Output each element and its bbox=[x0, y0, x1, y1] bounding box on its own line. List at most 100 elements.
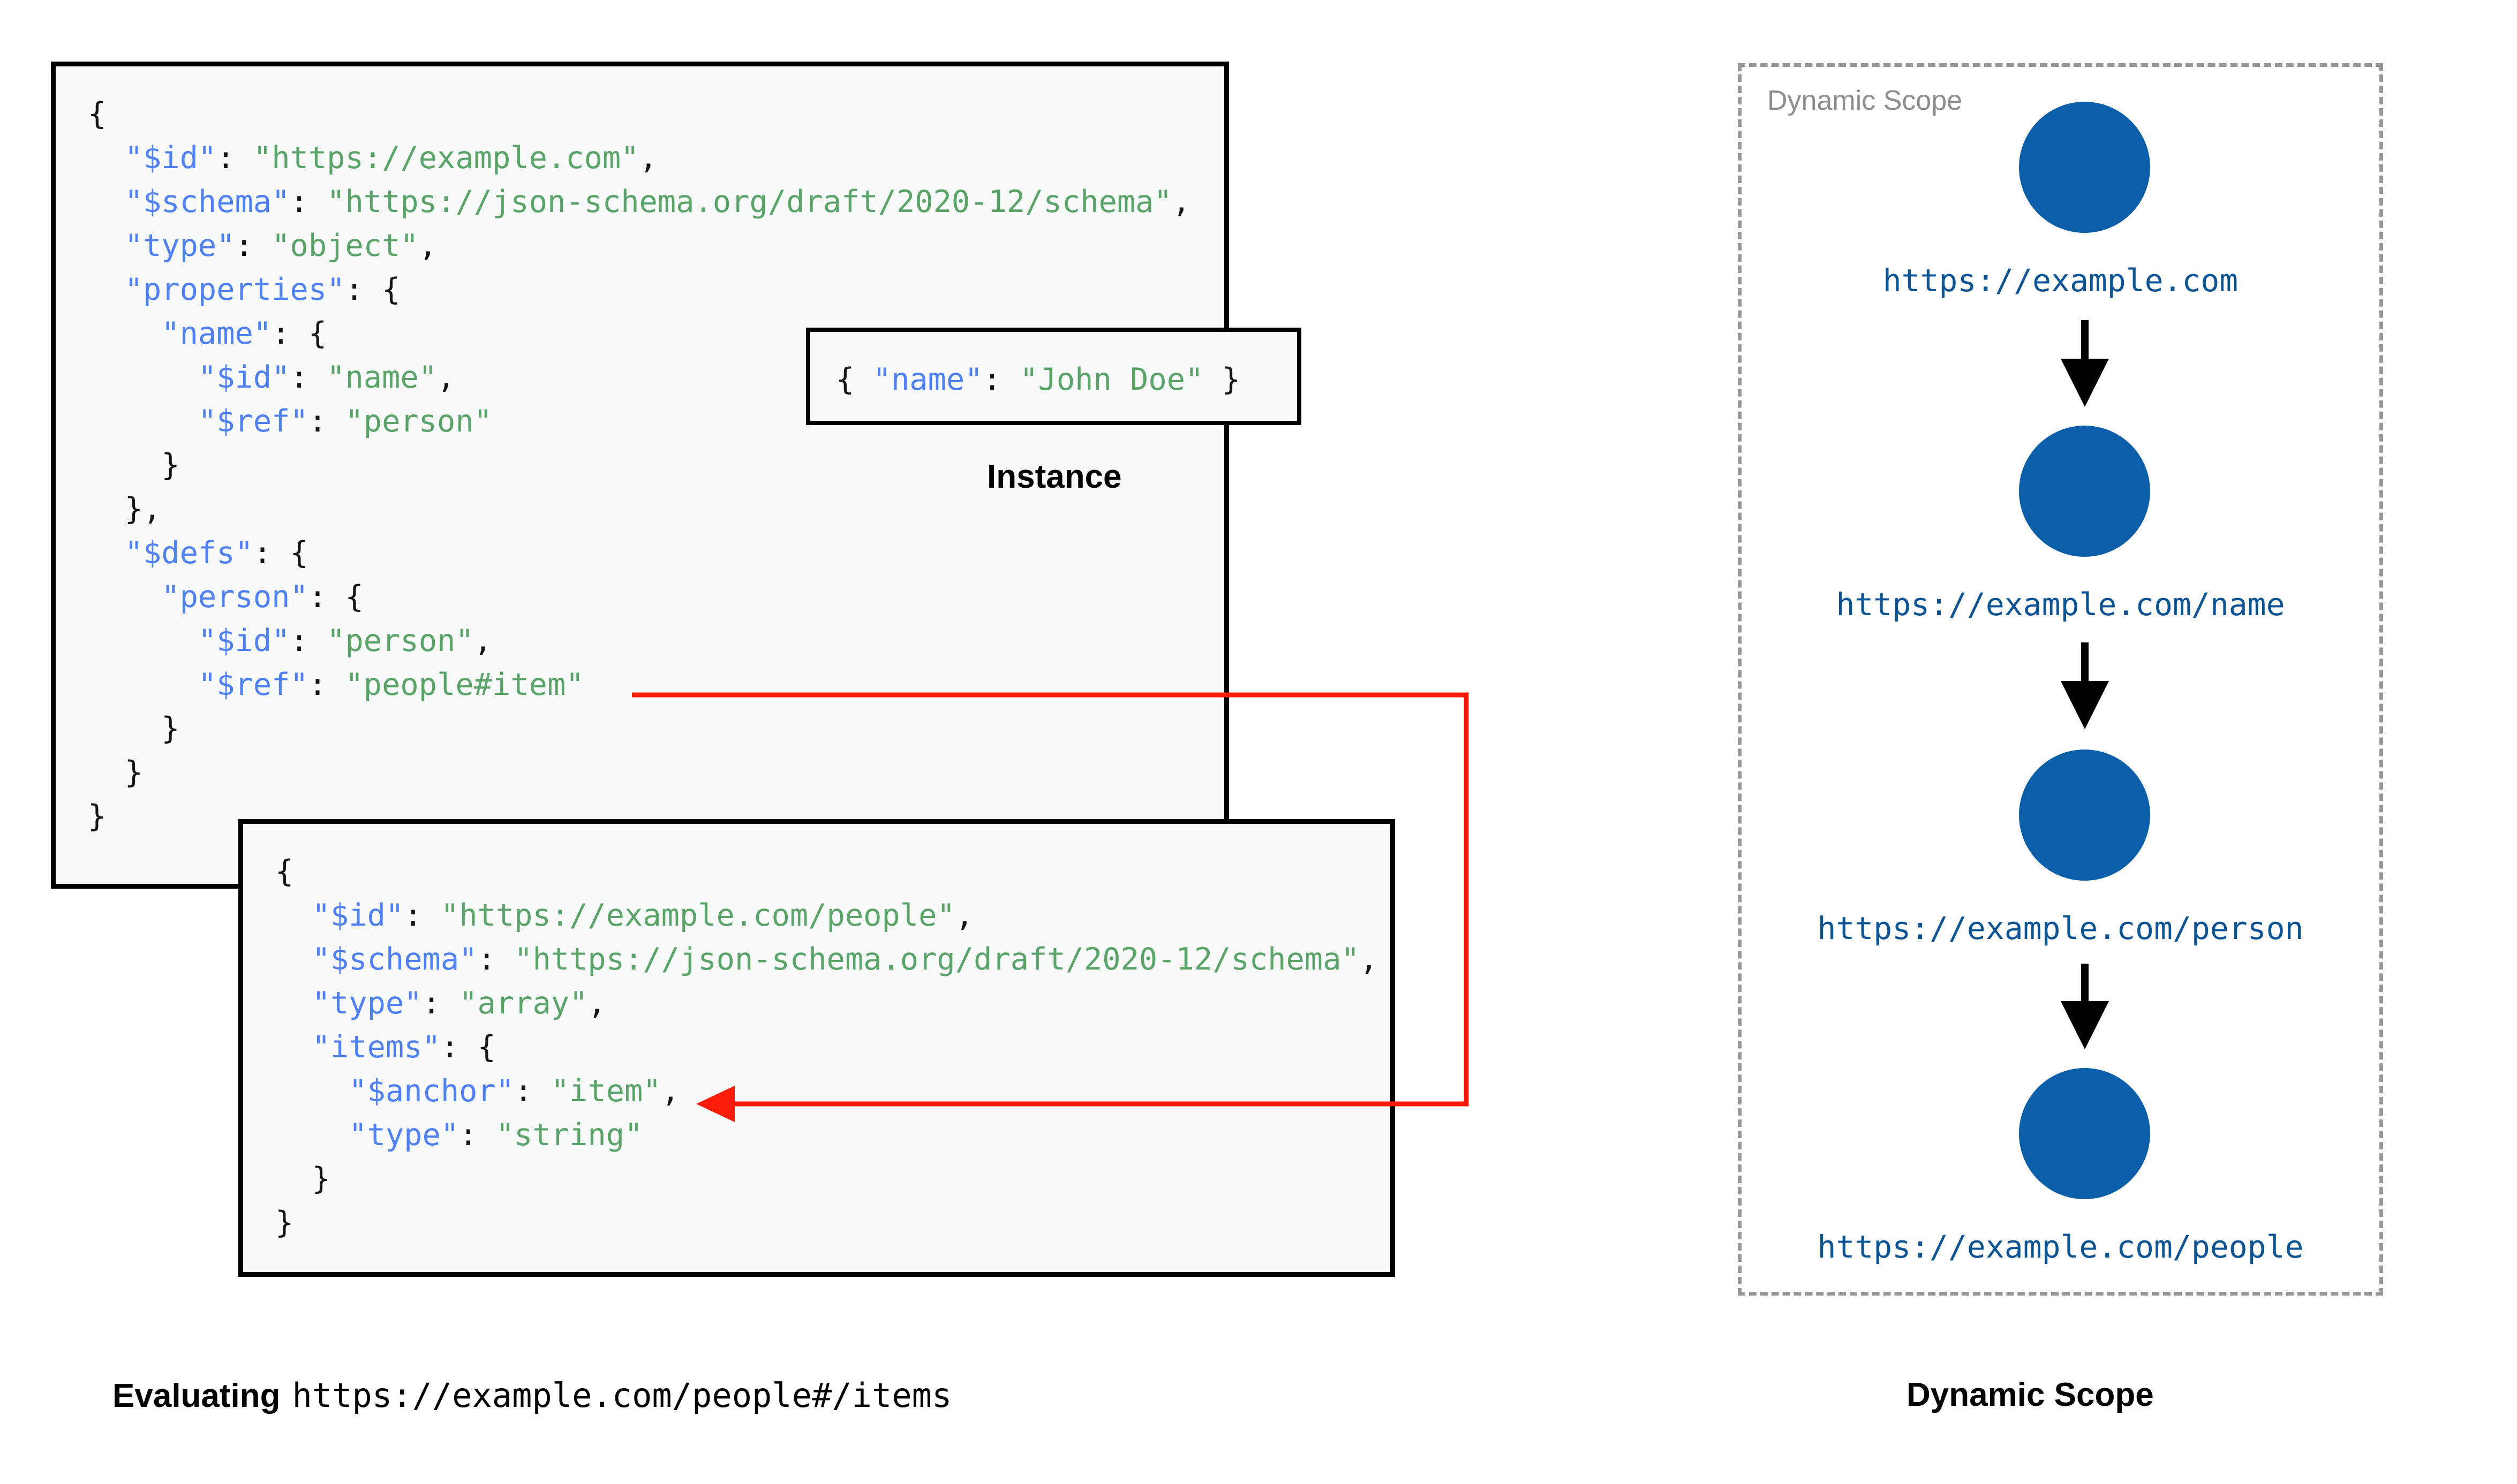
code-token: } bbox=[88, 799, 107, 834]
code-token: { bbox=[836, 362, 873, 397]
code-token: "$ref" bbox=[198, 404, 308, 439]
code-token bbox=[275, 1073, 349, 1109]
code-token: : bbox=[216, 140, 253, 176]
code-line: "$id": "name", bbox=[88, 355, 1190, 399]
code-line: "items": { bbox=[275, 1025, 1378, 1069]
code-token: : bbox=[514, 1073, 551, 1109]
code-token: "items" bbox=[312, 1029, 441, 1065]
code-token: "https://example.com/people" bbox=[440, 898, 955, 933]
code-token: "array" bbox=[459, 986, 588, 1021]
code-token: "$id" bbox=[198, 360, 290, 395]
code-token bbox=[88, 228, 125, 263]
code-line: { "name": "John Doe" } bbox=[836, 358, 1240, 402]
code-token: : { bbox=[272, 316, 327, 351]
code-line: } bbox=[88, 794, 1190, 838]
code-token: "$defs" bbox=[124, 535, 253, 571]
code-token: : bbox=[983, 362, 1020, 397]
code-line: { bbox=[275, 850, 1378, 894]
code-token: "item" bbox=[551, 1073, 661, 1109]
code-token: "person" bbox=[161, 579, 308, 615]
code-token bbox=[88, 579, 161, 615]
code-line: } bbox=[88, 751, 1190, 794]
code-token: , bbox=[661, 1073, 680, 1109]
scope-node-url: https://example.com bbox=[1882, 262, 2239, 299]
scope-node-circle bbox=[2019, 426, 2150, 557]
code-token bbox=[88, 404, 198, 439]
code-line: "$defs": { bbox=[88, 531, 1190, 575]
scope-node-url: https://example.com/name bbox=[1836, 586, 2285, 623]
code-token: { bbox=[88, 96, 107, 132]
code-token: : { bbox=[440, 1029, 496, 1065]
code-line: "type": "object", bbox=[88, 224, 1190, 268]
code-line: } bbox=[275, 1201, 1378, 1245]
code-line: "$schema": "https://json-schema.org/draf… bbox=[88, 180, 1190, 224]
code-token: : bbox=[477, 942, 515, 977]
code-token: "https://example.com" bbox=[253, 140, 639, 176]
code-token: } bbox=[275, 1161, 330, 1197]
code-token: , bbox=[1172, 184, 1191, 219]
code-token: : bbox=[308, 404, 345, 439]
scope-node-url: https://example.com/people bbox=[1817, 1229, 2304, 1265]
code-token: "properties" bbox=[124, 272, 345, 307]
code-token: "$id" bbox=[312, 898, 404, 933]
code-token: : bbox=[404, 898, 441, 933]
code-token: : { bbox=[253, 535, 308, 571]
code-token bbox=[88, 272, 125, 307]
code-line: "$id": "https://example.com/people", bbox=[275, 894, 1378, 937]
code-token bbox=[275, 942, 312, 977]
code-token: "people#item" bbox=[345, 667, 584, 702]
code-token bbox=[275, 1029, 312, 1065]
code-token: "$id" bbox=[124, 140, 217, 176]
code-token: "string" bbox=[495, 1117, 643, 1153]
code-token: { bbox=[275, 854, 294, 889]
code-line: { bbox=[88, 92, 1190, 136]
people-schema-code: { "$id": "https://example.com/people", "… bbox=[275, 850, 1378, 1245]
code-line: } bbox=[88, 707, 1190, 751]
instance-code: { "name": "John Doe" } bbox=[836, 358, 1240, 402]
code-line: "$anchor": "item", bbox=[275, 1069, 1378, 1113]
evaluating-caption-url: https://example.com/people#/items bbox=[292, 1376, 952, 1415]
code-token: } bbox=[1203, 362, 1240, 397]
code-token: "object" bbox=[272, 228, 419, 263]
code-token: "person" bbox=[327, 623, 474, 658]
scope-node-url: https://example.com/person bbox=[1817, 910, 2304, 947]
code-token: : bbox=[422, 986, 459, 1021]
code-token: "person" bbox=[345, 404, 492, 439]
code-token bbox=[275, 986, 312, 1021]
code-token: , bbox=[437, 360, 456, 395]
code-token bbox=[88, 140, 125, 176]
code-token: : bbox=[290, 360, 327, 395]
people-schema-box: { "$id": "https://example.com/people", "… bbox=[238, 819, 1395, 1277]
code-line: }, bbox=[88, 487, 1190, 531]
code-line: "$id": "person", bbox=[88, 619, 1190, 663]
code-token: }, bbox=[88, 491, 162, 527]
code-token: "type" bbox=[124, 228, 235, 263]
code-token: , bbox=[1359, 942, 1378, 977]
code-token: , bbox=[473, 623, 493, 658]
code-line: "person": { bbox=[88, 575, 1190, 619]
code-token: "type" bbox=[349, 1117, 459, 1153]
code-token: : bbox=[235, 228, 272, 263]
code-token: : bbox=[290, 623, 327, 658]
root-schema-code: { "$id": "https://example.com", "$schema… bbox=[88, 92, 1190, 838]
code-token: "$anchor" bbox=[349, 1073, 515, 1109]
code-token: "https://json-schema.org/draft/2020-12/s… bbox=[514, 942, 1360, 977]
code-token: "$ref" bbox=[198, 667, 308, 702]
code-line: "type": "array", bbox=[275, 981, 1378, 1025]
scope-node-circle bbox=[2019, 102, 2150, 233]
code-line: "$ref": "person" bbox=[88, 399, 1190, 443]
code-token: "type" bbox=[312, 986, 423, 1021]
instance-box: { "name": "John Doe" } bbox=[806, 328, 1301, 425]
code-token: : { bbox=[308, 579, 364, 615]
code-token bbox=[88, 360, 198, 395]
code-line: "$id": "https://example.com", bbox=[88, 136, 1190, 180]
code-token: "name" bbox=[872, 362, 983, 397]
code-token bbox=[275, 898, 312, 933]
code-token: , bbox=[639, 140, 658, 176]
code-token: : { bbox=[345, 272, 401, 307]
evaluating-caption-bold: Evaluating bbox=[112, 1377, 281, 1414]
code-token: "https://json-schema.org/draft/2020-12/s… bbox=[327, 184, 1172, 219]
code-line: "type": "string" bbox=[275, 1113, 1378, 1157]
code-token: "John Doe" bbox=[1020, 362, 1204, 397]
